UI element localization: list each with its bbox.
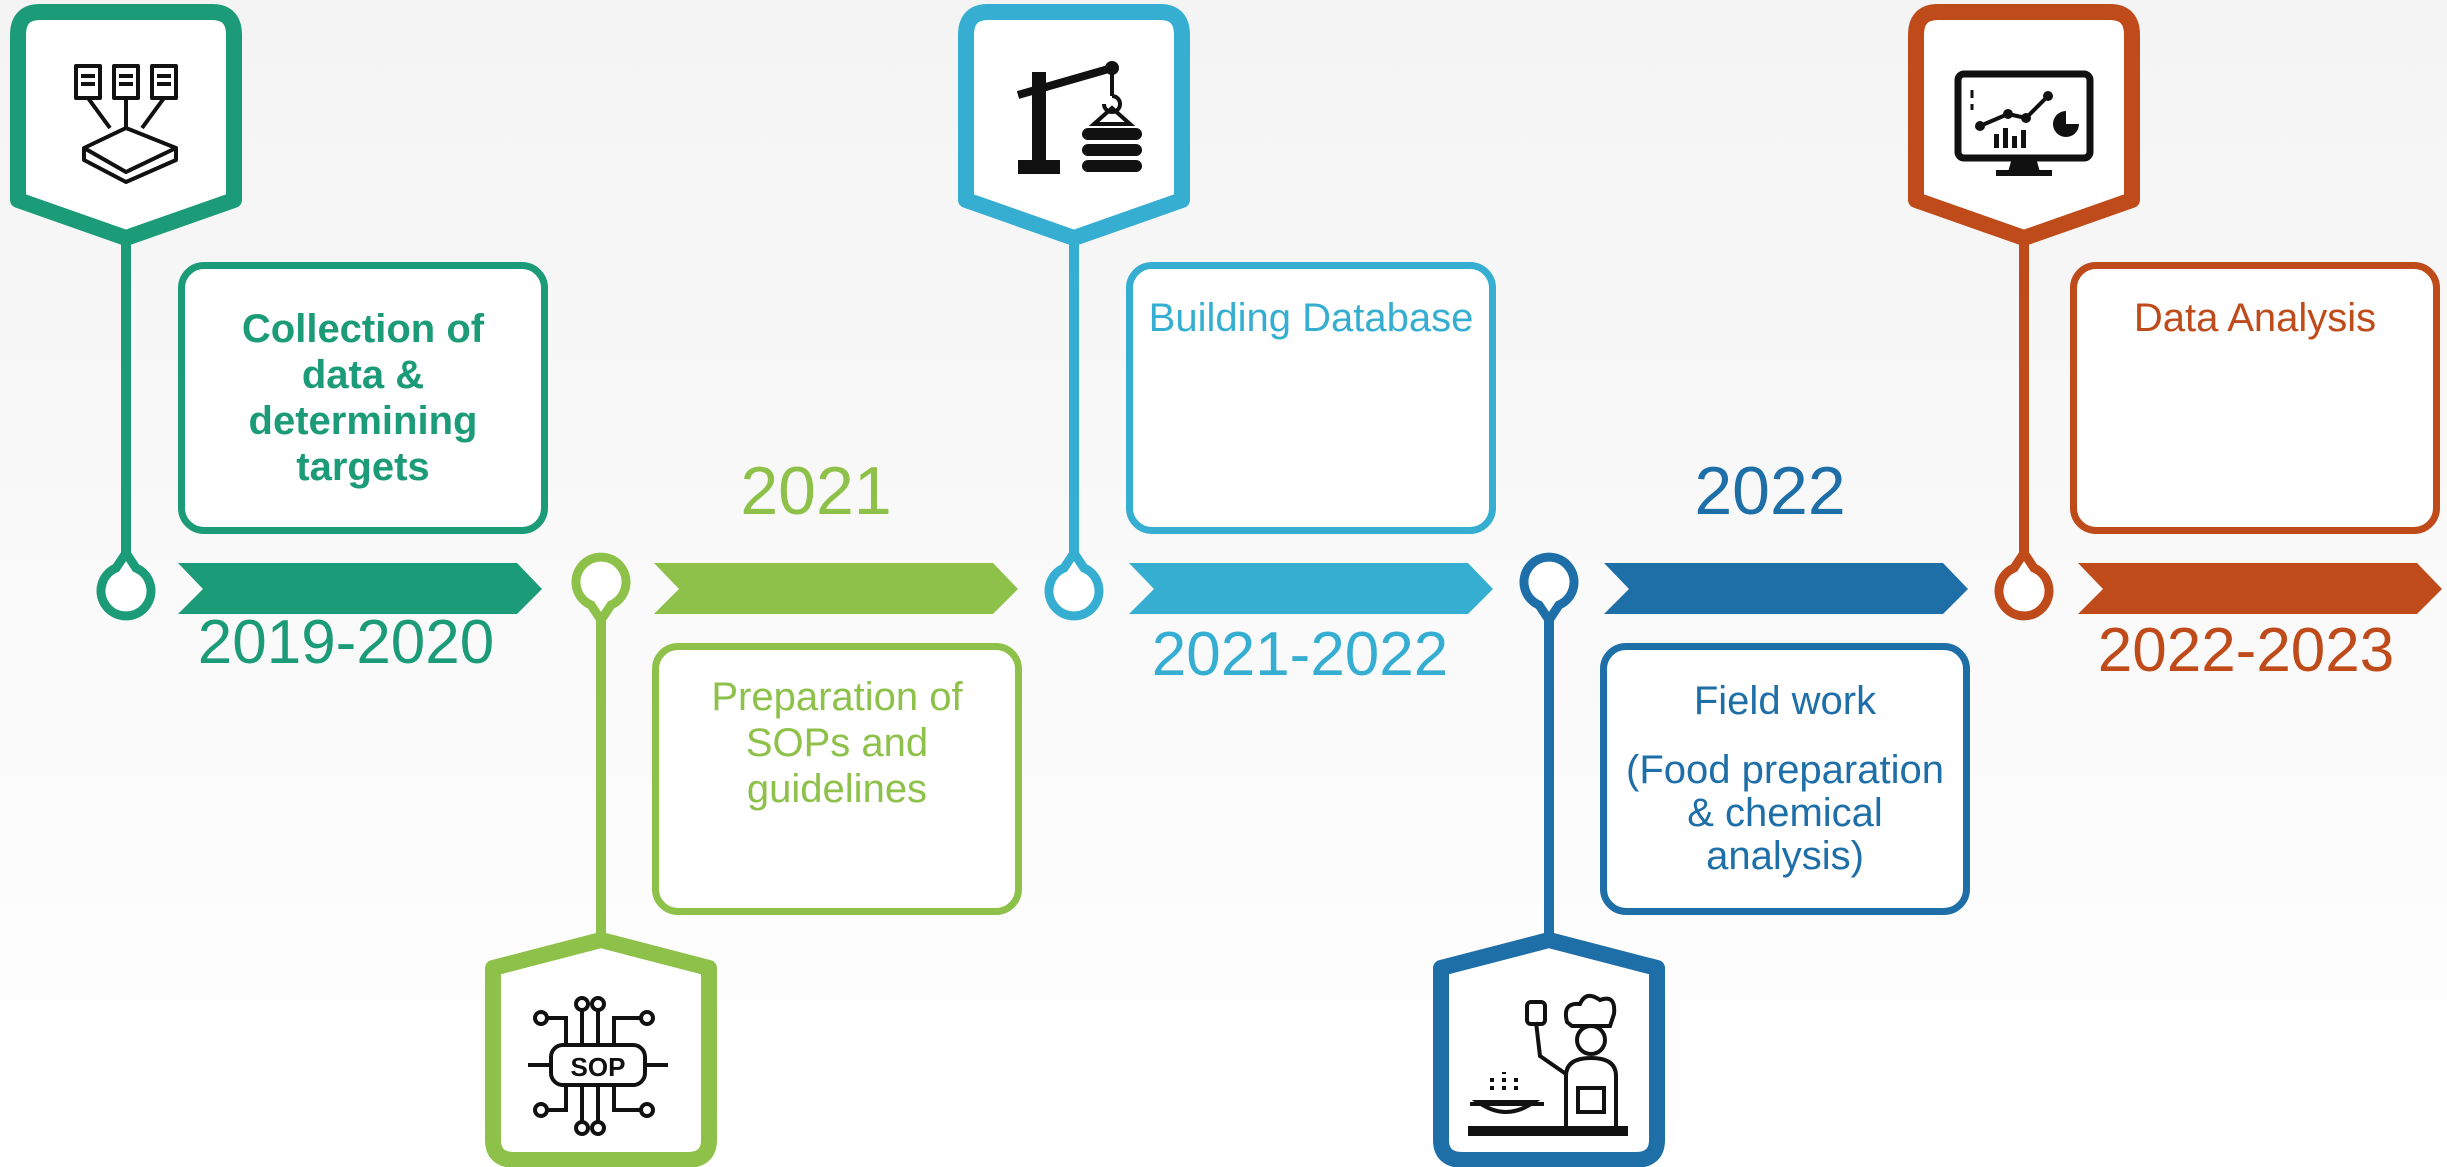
milestone-3-years: 2021-2022: [1151, 620, 1449, 689]
milestone-1-years: 2019-2020: [197, 608, 495, 677]
milestone-5-years: 2022-2023: [2097, 616, 2395, 685]
milestone-4-line-2: (Food preparation: [1626, 748, 1944, 792]
milestone-4-years: 2022: [1694, 453, 1846, 529]
documents-to-tray-icon: [74, 64, 178, 184]
milestone-5-arrow: [2078, 563, 2442, 614]
milestone-3-badge: [958, 4, 1190, 246]
milestone-5-line-1: Data Analysis: [2133, 296, 2377, 340]
milestone-1-line-3: determining: [248, 399, 478, 443]
milestone-2-pin: [571, 552, 631, 629]
milestone-2-description: Preparation of SOPs and guidelines: [652, 643, 1022, 915]
milestone-4-line-1: Field work: [1693, 679, 1877, 723]
milestone-3-pin: [1044, 544, 1104, 621]
milestone-3-line-1: Building Database: [1148, 296, 1474, 340]
sop-circuit-icon: [528, 996, 668, 1136]
milestone-3-description: Building Database: [1126, 262, 1496, 534]
milestone-4-graphics: [1433, 552, 1968, 1167]
milestone-4-arrow: [1604, 563, 1968, 614]
milestone-3-arrow: [1129, 563, 1493, 614]
milestone-2-graphics: SOP: [485, 552, 1018, 1167]
milestone-5-pin: [1994, 544, 2054, 621]
milestone-4-pin: [1519, 552, 1579, 629]
monitor-chart-icon: [1954, 70, 2094, 176]
sop-icon-label: SOP: [571, 1052, 626, 1082]
milestone-1-line-4: targets: [296, 445, 430, 489]
milestone-2-line-1: Preparation of: [711, 675, 963, 719]
milestone-1-arrow: [178, 563, 542, 614]
crane-icon: [1016, 61, 1142, 174]
milestone-1-pin: [96, 544, 156, 621]
milestone-3-graphics: [958, 4, 1493, 621]
milestone-5-graphics: [1908, 4, 2442, 621]
milestone-2-arrow: [654, 563, 1018, 614]
milestone-5-badge: [1908, 4, 2140, 246]
milestone-1-line-2: data &: [301, 353, 425, 397]
milestone-1-graphics: [10, 4, 542, 621]
milestone-4-description: Field work (Food preparation & chemical …: [1600, 643, 1970, 915]
milestone-2-line-2: SOPs and: [745, 721, 929, 765]
milestone-4-line-3: & chemical: [1687, 791, 1883, 835]
chef-icon: [1468, 993, 1628, 1136]
milestone-5-description: Data Analysis: [2070, 262, 2440, 534]
milestone-1-line-1: Collection of: [241, 307, 485, 351]
milestone-1-description: Collection of data & determining targets: [178, 262, 548, 534]
milestone-2-badge: [485, 932, 717, 1167]
milestone-2-line-3: guidelines: [746, 767, 928, 811]
milestone-2-years: 2021: [740, 453, 892, 529]
milestone-4-line-4: analysis): [1706, 834, 1864, 878]
